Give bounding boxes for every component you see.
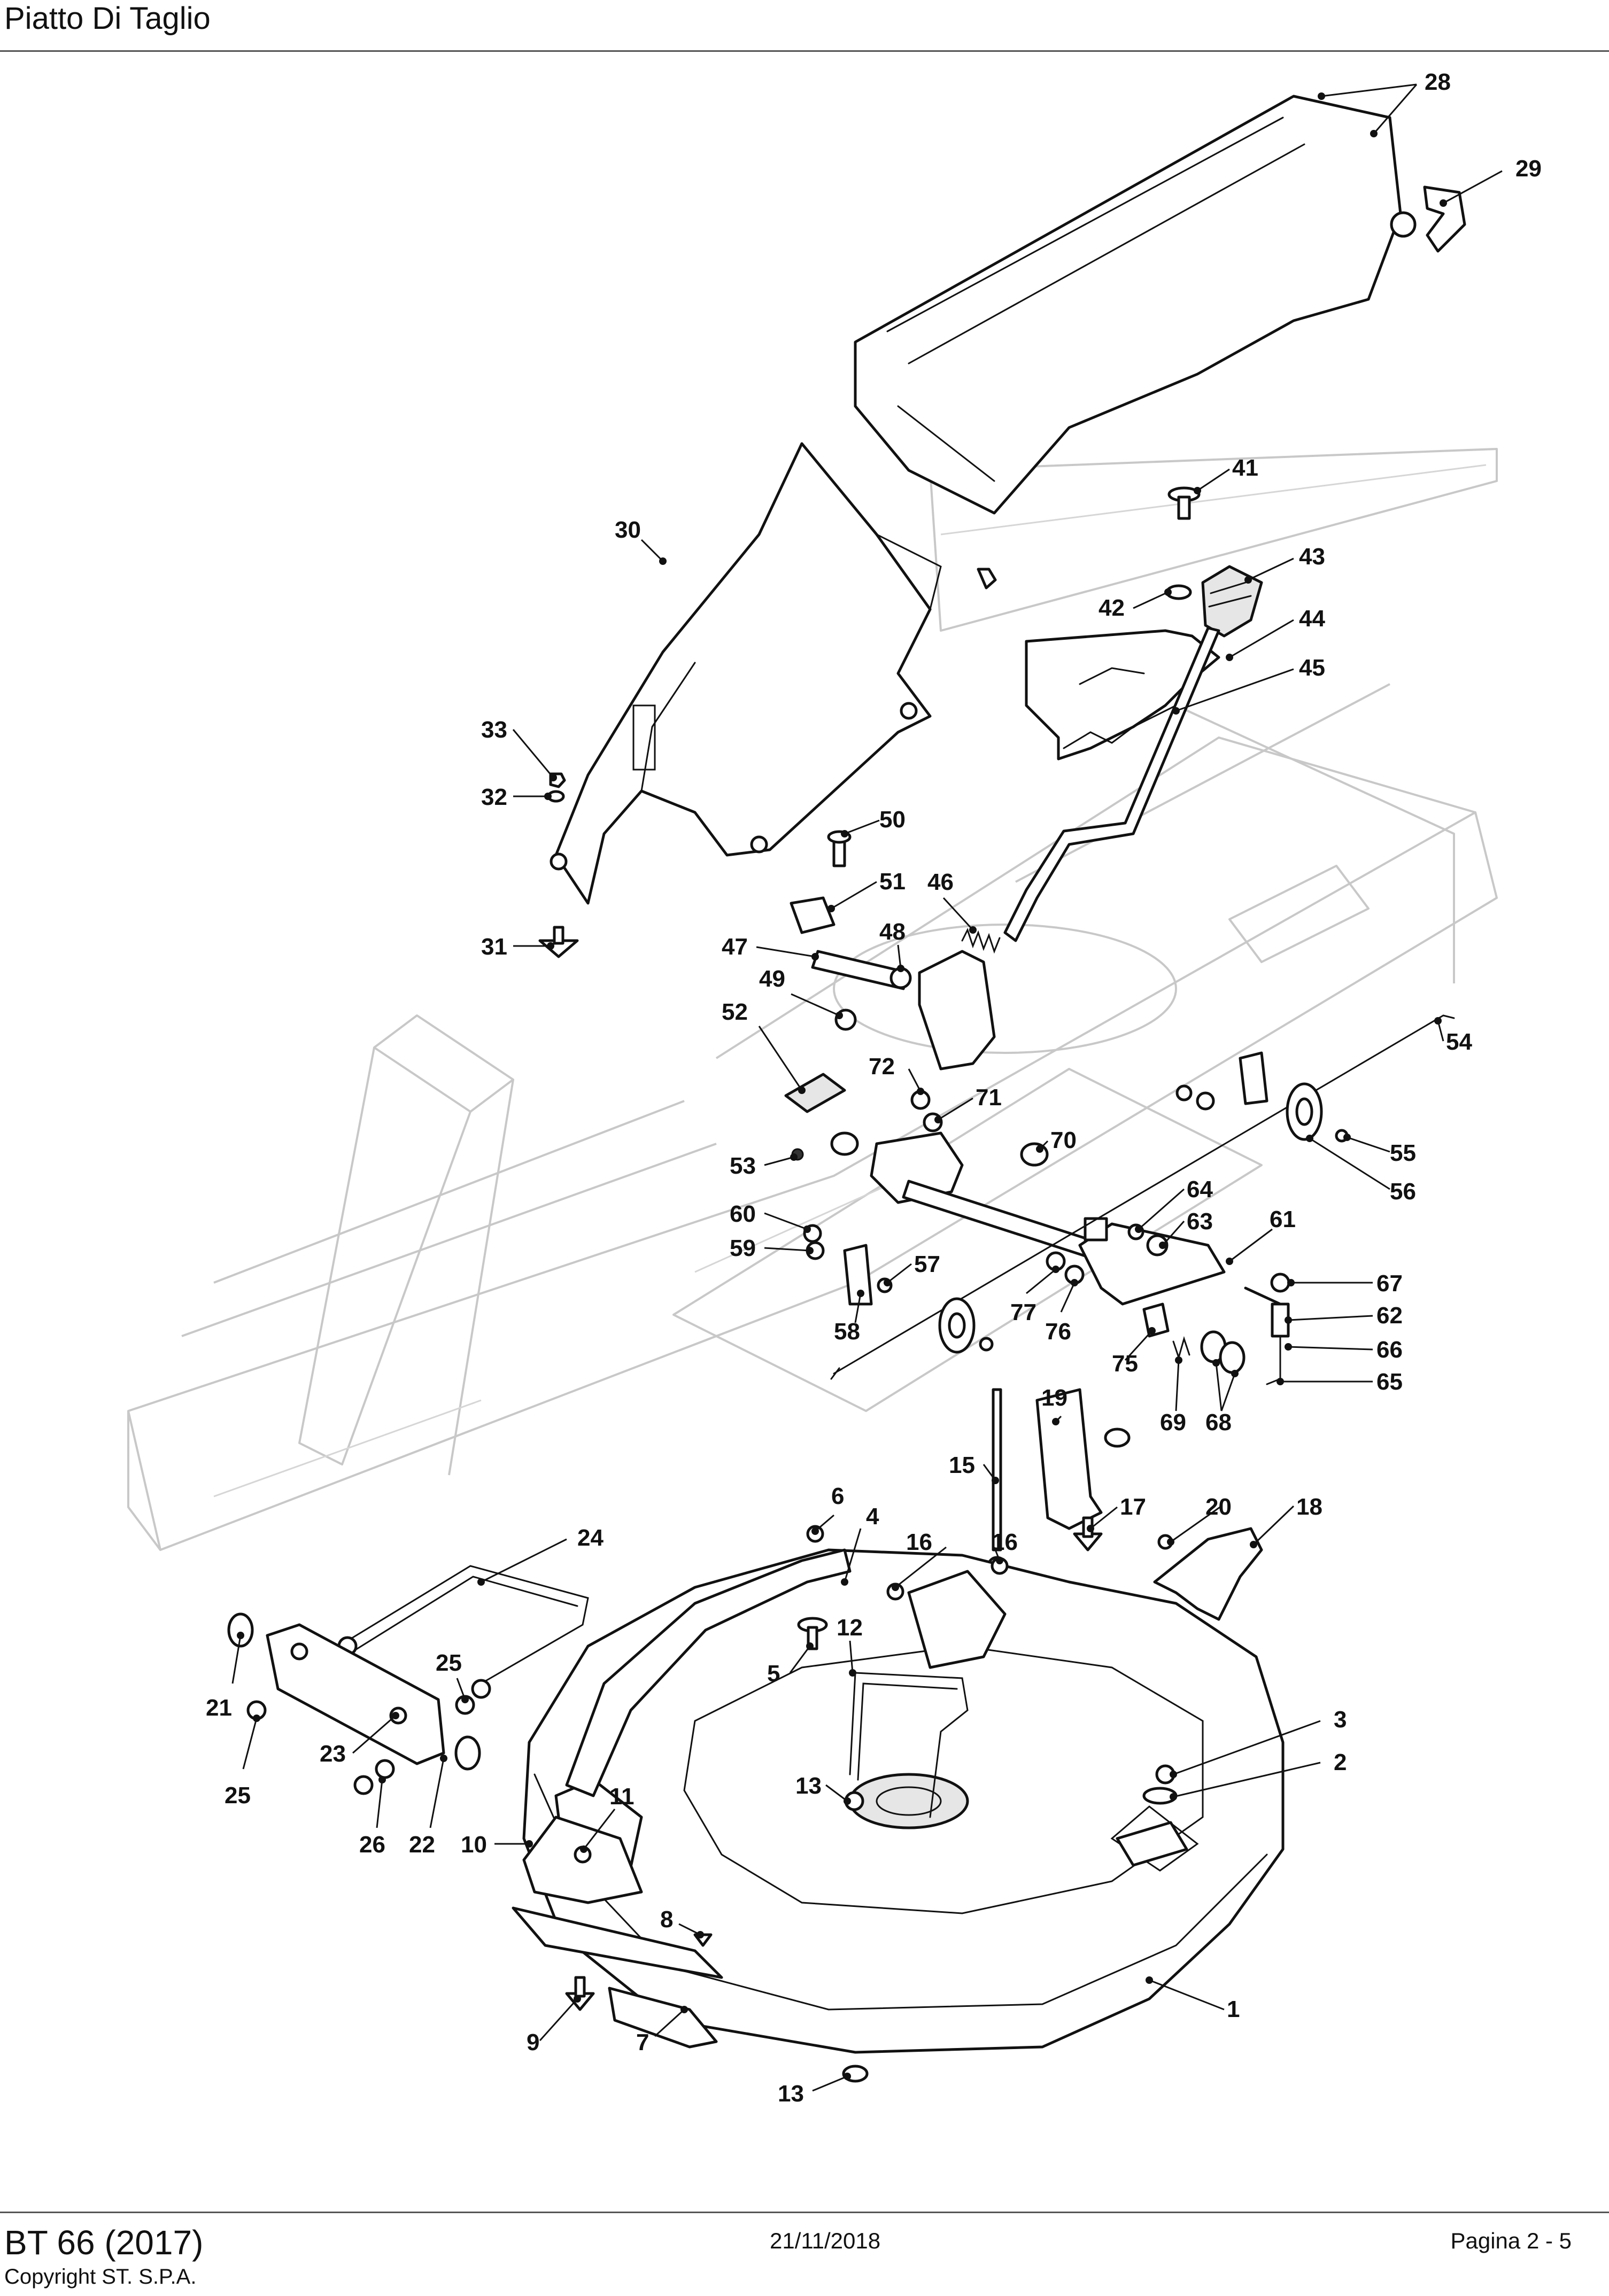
callout-76: 76 (1045, 1318, 1071, 1345)
page-number: Pagina 2 - 5 (1450, 2228, 1572, 2253)
callout-62: 62 (1376, 1302, 1403, 1329)
callout-30: 30 (615, 517, 641, 543)
callout-17: 17 (1120, 1494, 1146, 1520)
callout-45: 45 (1299, 655, 1325, 681)
page-title: Piatto Di Taglio (4, 1, 211, 36)
part-43-45-lever (1003, 565, 1263, 942)
part-1-cutting-deck (522, 1548, 1285, 2054)
callout-56: 56 (1390, 1178, 1416, 1205)
callout-8: 8 (660, 1906, 673, 1933)
small-hardware-group (803, 1051, 1268, 1352)
callout-58: 58 (834, 1318, 860, 1345)
part-4-rim-guard (565, 1548, 852, 1797)
callout-52: 52 (722, 999, 748, 1025)
leader-lines (231, 83, 1503, 2092)
callout-5: 5 (767, 1661, 780, 1687)
model-name: BT 66 (2017) (4, 2223, 204, 2262)
callout-25b: 25 (225, 1782, 251, 1809)
callout-4: 4 (866, 1503, 879, 1530)
callout-31: 31 (481, 934, 507, 960)
part-47-shaft-assembly (784, 830, 996, 1133)
callout-59: 59 (730, 1235, 756, 1261)
callout-43: 43 (1299, 544, 1325, 570)
callout-32: 32 (481, 784, 507, 810)
callout-72: 72 (869, 1053, 895, 1080)
callout-13b: 13 (778, 2081, 804, 2107)
callout-7: 7 (636, 2029, 649, 2055)
callout-60: 60 (730, 1201, 756, 1227)
callout-48: 48 (879, 919, 906, 945)
part-54-cable (830, 1014, 1455, 1380)
part-46-spring (961, 928, 1001, 954)
callout-44: 44 (1299, 606, 1325, 632)
callout-16b: 16 (992, 1529, 1018, 1555)
callout-42: 42 (1099, 595, 1125, 621)
part-22-bracket (227, 1612, 481, 1795)
callout-1: 1 (1227, 1996, 1240, 2022)
callout-22: 22 (409, 1832, 435, 1858)
callout-15: 15 (949, 1452, 975, 1478)
callout-26: 26 (359, 1832, 385, 1858)
callout-77: 77 (1010, 1299, 1036, 1325)
callout-12: 12 (837, 1615, 863, 1641)
callout-49: 49 (759, 966, 785, 992)
ghost-frame (127, 448, 1498, 1551)
callout-6: 6 (831, 1483, 844, 1509)
hardware-41-42 (977, 486, 1201, 600)
callout-53: 53 (730, 1153, 756, 1179)
callout-65: 65 (1376, 1369, 1403, 1395)
callout-75: 75 (1112, 1351, 1138, 1377)
callout-3: 3 (1334, 1707, 1347, 1733)
part-29-clip (1423, 185, 1466, 253)
header-rule (0, 50, 1609, 52)
callout-20: 20 (1205, 1494, 1232, 1520)
callout-9: 9 (527, 2029, 539, 2055)
callout-16a: 16 (906, 1529, 932, 1555)
callout-66: 66 (1376, 1337, 1403, 1363)
callout-21: 21 (206, 1695, 232, 1721)
rod-62-65-assembly (1142, 1273, 1290, 1385)
callout-71: 71 (976, 1084, 1002, 1111)
part-18-bracket (1153, 1527, 1263, 1621)
callout-68: 68 (1205, 1409, 1232, 1436)
callout-69: 69 (1160, 1409, 1186, 1436)
callout-70: 70 (1050, 1127, 1077, 1153)
callout-50: 50 (879, 806, 906, 833)
callout-54: 54 (1446, 1029, 1472, 1055)
callout-2: 2 (1334, 1749, 1347, 1775)
callout-19: 19 (1041, 1385, 1067, 1411)
callout-28: 28 (1425, 69, 1451, 95)
footer-rule (0, 2212, 1609, 2213)
part-28-rear-cover (854, 95, 1417, 515)
callout-18: 18 (1296, 1494, 1322, 1520)
callout-64: 64 (1187, 1176, 1213, 1203)
callout-67: 67 (1376, 1270, 1403, 1297)
callout-23: 23 (320, 1741, 346, 1767)
copyright-text: Copyright ST. S.P.A. (4, 2265, 197, 2289)
callout-63: 63 (1187, 1208, 1213, 1235)
callout-61: 61 (1270, 1206, 1296, 1232)
callout-13a: 13 (795, 1773, 822, 1799)
callout-24: 24 (577, 1525, 604, 1551)
callout-33: 33 (481, 717, 507, 743)
callout-51: 51 (879, 868, 906, 895)
callout-47: 47 (722, 934, 748, 960)
callout-11: 11 (609, 1783, 635, 1810)
callout-41: 41 (1232, 455, 1258, 481)
part-44-lever-bracket (1025, 629, 1220, 761)
callout-55: 55 (1390, 1140, 1416, 1166)
callout-46: 46 (927, 869, 954, 895)
callout-29: 29 (1515, 156, 1542, 182)
document-date: 21/11/2018 (770, 2228, 881, 2253)
part-61-lift-arm (791, 1131, 1226, 1306)
callout-10: 10 (461, 1832, 487, 1858)
callout-labels: 28 29 30 31 32 33 41 42 43 44 45 46 47 4… (206, 69, 1542, 2107)
callout-25a: 25 (436, 1650, 462, 1676)
part-30-deflector (550, 442, 942, 905)
callout-57: 57 (914, 1251, 940, 1277)
